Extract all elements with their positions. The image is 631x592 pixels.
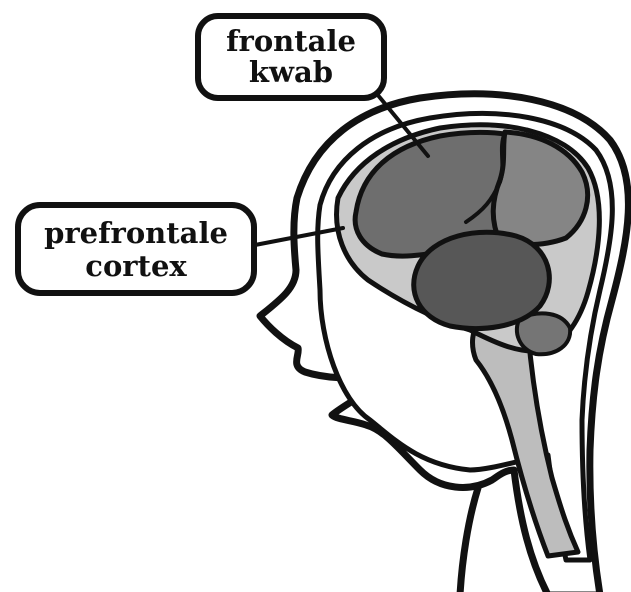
neck-contour: [460, 488, 478, 592]
frontal-lobe-label-line2: kwab: [249, 55, 333, 89]
prefrontal-cortex-label-line1: prefrontale: [44, 216, 228, 250]
prefrontal-cortex-callout: prefrontale cortex: [18, 205, 254, 293]
prefrontal-cortex-label-line2: cortex: [85, 249, 187, 283]
frontal-lobe-label-line1: frontale: [226, 24, 356, 58]
temporal-lobe: [414, 232, 550, 328]
frontal-lobe-callout: frontale kwab: [198, 16, 384, 98]
